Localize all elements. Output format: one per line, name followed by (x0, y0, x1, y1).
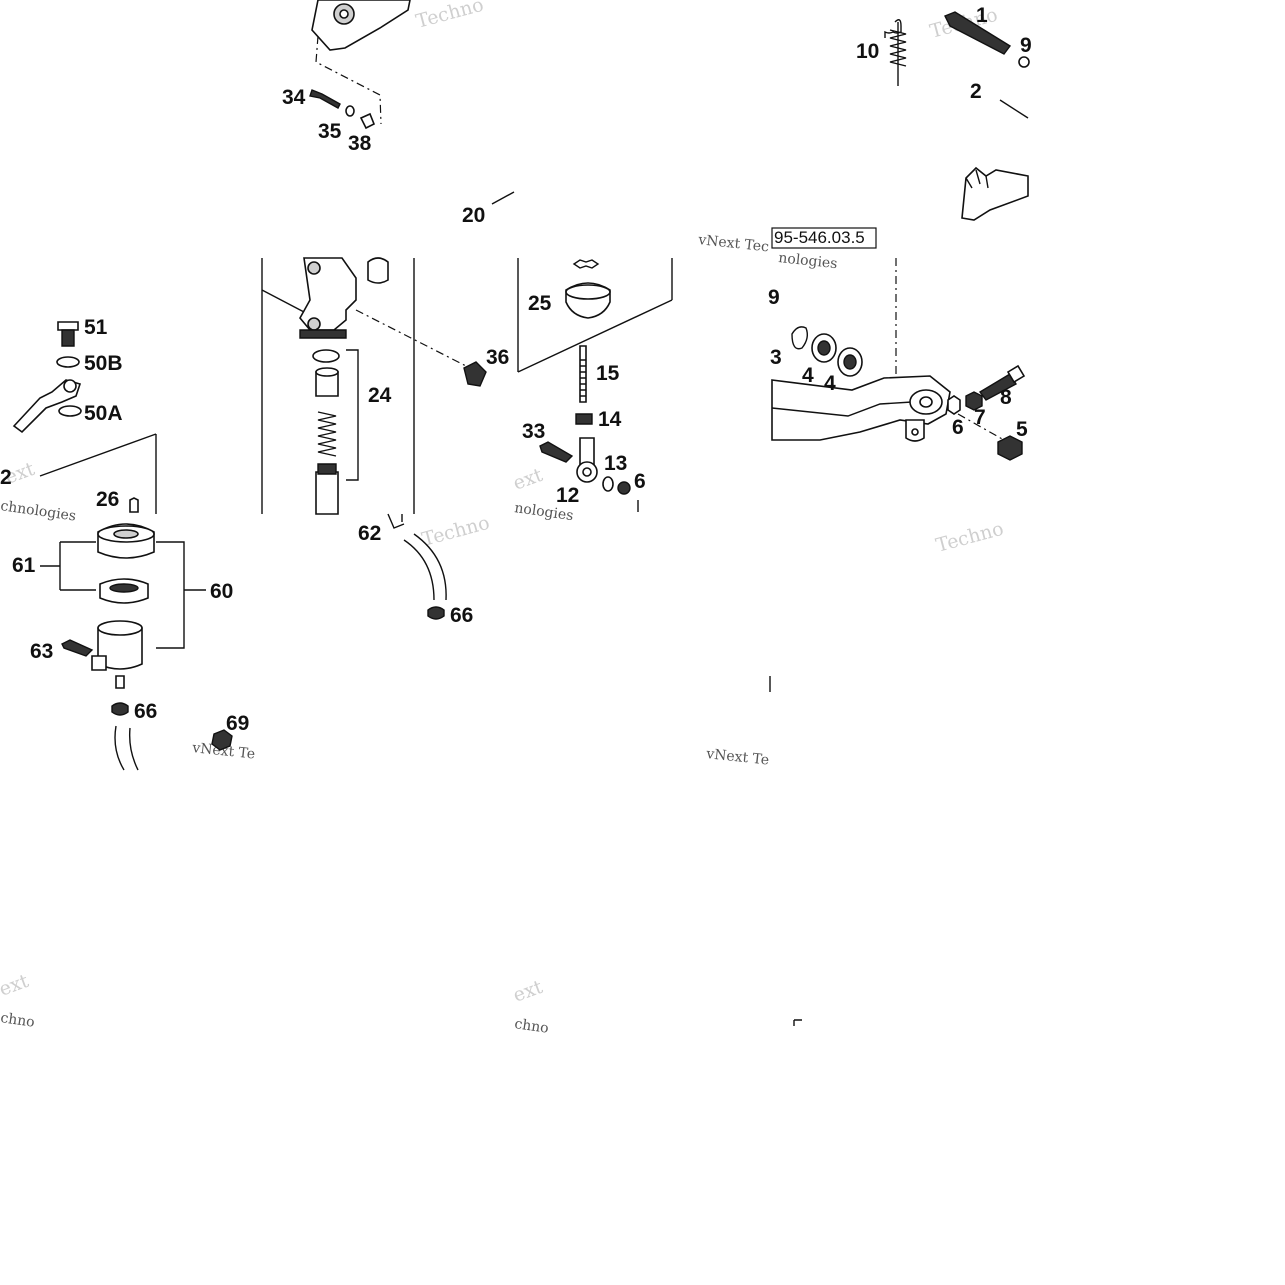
label-4a: 4 (802, 364, 814, 387)
o-ring (312, 349, 340, 363)
washer-right (1018, 56, 1030, 68)
banjo-bolt-51 (57, 321, 79, 331)
label-38: 38 (348, 132, 372, 155)
label-66a: 66 (450, 604, 473, 627)
label-8: 8 (1000, 386, 1012, 409)
washer-13 (602, 476, 614, 492)
reference-code: 95-546.03.5 (774, 228, 865, 247)
label-5: 5 (1016, 418, 1028, 441)
label-66b: 66 (134, 700, 157, 723)
watermark-15: ext (510, 976, 546, 1007)
label-69: 69 (226, 712, 249, 735)
bolt-33 (539, 441, 574, 463)
rod-group: 25 15 14 33 13 12 6 (517, 258, 673, 512)
label-60: 60 (210, 580, 233, 603)
label-4b: 4 (824, 372, 836, 395)
watermark-3: vNext Tec (697, 232, 770, 255)
bolt-8 (978, 373, 1017, 401)
label-35: 35 (318, 120, 342, 143)
label-6b: 6 (952, 416, 964, 439)
label-9-partial: 9 (1020, 34, 1032, 57)
top-bracket-group: 34 35 38 20 (282, 0, 515, 227)
bracket-24 (346, 349, 359, 481)
label-14: 14 (598, 408, 622, 431)
rod-15 (579, 345, 587, 403)
label-6a: 6 (634, 470, 646, 493)
hose-lower (114, 725, 139, 771)
watermark-4: nologies (778, 250, 839, 272)
label-1: 1 (976, 4, 988, 27)
reference-box (771, 227, 877, 249)
clamp-66b (111, 702, 129, 716)
top-right-group: 10 2 9 1 (856, 4, 1032, 221)
watermark-14: chno (0, 1010, 36, 1031)
watermark-9: Techno (420, 512, 492, 551)
watermarks: Techno Techno vNext Tec nologies ext chn… (0, 0, 1006, 1037)
watermark-7: ext (510, 464, 546, 495)
watermark-6: chnologies (0, 498, 77, 524)
label-34: 34 (282, 86, 306, 109)
label-25: 25 (528, 292, 552, 315)
nut-7 (965, 391, 983, 411)
label-22-partial: 2 (0, 466, 12, 489)
label-10: 10 (856, 40, 879, 63)
watermark-13: ext (0, 970, 32, 1001)
watermark-12: vNext Te (705, 746, 770, 769)
pedal-lever (771, 375, 951, 441)
hose-group: 62 66 (358, 513, 473, 627)
cap-38 (359, 112, 376, 130)
washer-6 (617, 481, 631, 495)
bolt-34 (309, 89, 341, 109)
hose-62 (403, 533, 447, 601)
watermark-1: Techno (414, 0, 486, 33)
pedal-2-tip (961, 166, 1029, 221)
label-15: 15 (596, 362, 620, 385)
reservoir-nipple (367, 257, 389, 284)
label-50B: 50B (84, 352, 123, 375)
label-2: 2 (970, 80, 982, 103)
circlip-9 (791, 326, 809, 350)
label-20: 20 (462, 204, 485, 227)
reservoir-group: 61 60 63 66 69 (12, 523, 249, 771)
label-3: 3 (770, 346, 782, 369)
bolt-1 (944, 11, 1012, 55)
nut-5 (997, 435, 1023, 461)
label-9: 9 (768, 286, 780, 309)
circlip (572, 259, 600, 269)
label-13: 13 (604, 452, 627, 475)
label-24: 24 (368, 384, 392, 407)
bolt-63 (61, 639, 94, 657)
banjo-group: 51 50B 50A 26 2 (0, 316, 157, 514)
spring-10 (889, 22, 907, 86)
watermark-11: vNext Te (191, 740, 256, 763)
pedal-lever-group: 95-546.03.5 9 3 4 4 6 7 8 5 (768, 227, 1028, 461)
label-51: 51 (84, 316, 108, 339)
nut-69 (211, 729, 233, 751)
banjo-hose (12, 379, 82, 434)
master-cylinder-group: 24 36 (261, 257, 509, 515)
bracket-plate (311, 0, 411, 51)
washer-35 (345, 105, 355, 117)
label-12: 12 (556, 484, 579, 507)
nut-36 (463, 361, 487, 387)
label-63: 63 (30, 640, 53, 663)
label-62: 62 (358, 522, 381, 545)
nut-14 (575, 413, 593, 425)
washer-6b (947, 395, 961, 415)
label-50A: 50A (84, 402, 123, 425)
label-61: 61 (12, 554, 36, 577)
label-26: 26 (96, 488, 119, 511)
label-7: 7 (974, 406, 986, 429)
watermark-10: Techno (934, 518, 1006, 557)
washer-50B (56, 356, 80, 368)
watermark-16: chno (513, 1016, 549, 1037)
clamp-66a (427, 606, 445, 620)
spring (317, 411, 337, 457)
push-rod (315, 471, 339, 515)
label-36: 36 (486, 346, 509, 369)
washer-50A (58, 405, 82, 417)
label-33: 33 (522, 420, 545, 443)
